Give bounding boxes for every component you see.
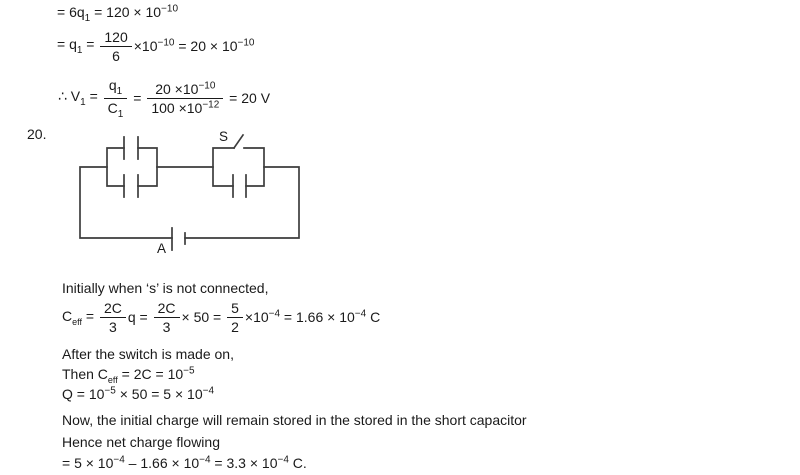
eq-exponent: −10 xyxy=(198,79,216,91)
eq-subscript: 1 xyxy=(117,108,124,120)
eq-term-group: ×10−10 = 20 × 10−10 xyxy=(134,38,255,54)
eq-subscript: 1 xyxy=(80,96,86,108)
eq-term: = 1.66 × 10 xyxy=(280,309,355,325)
solution-line-hence: Hence net charge flowing xyxy=(62,434,220,450)
eq-exponent: −5 xyxy=(104,385,116,397)
solution-line-net-charge: = 5 × 10−4 – 1.66 × 10−4 = 3.3 × 10−4 C. xyxy=(62,455,307,471)
eq-exponent: −12 xyxy=(202,98,220,110)
eq-term: 20 ×10 xyxy=(155,80,199,97)
eq-subscript: 1 xyxy=(116,85,123,97)
eq-subscript: 1 xyxy=(84,12,91,24)
eq-term: = xyxy=(82,36,99,53)
parallel-capacitor-pair xyxy=(106,136,158,198)
battery xyxy=(171,227,186,251)
solution-line-after-switch: After the switch is made on, xyxy=(62,346,234,362)
eq-term: = 5 × 10 xyxy=(62,455,114,471)
eq-term: = 2C = 10 xyxy=(117,366,184,382)
eq-term: ∴ V xyxy=(58,88,81,105)
eq-term-group: = q1 = xyxy=(57,36,98,56)
eq-term: × 50 = 5 × 10 xyxy=(115,386,203,402)
denominator: 2 xyxy=(231,318,239,335)
eq-exponent: −10 xyxy=(157,37,175,49)
eq-term: = xyxy=(129,90,146,106)
eq-exponent: −4 xyxy=(354,308,367,320)
eq-term: q xyxy=(108,76,117,93)
numerator: 2C xyxy=(99,300,126,318)
eq-term: Then C xyxy=(62,366,108,382)
eq-term: 100 ×10 xyxy=(151,99,203,116)
eq-term: C xyxy=(366,309,381,325)
eq-term: = xyxy=(81,307,98,324)
denominator: 3 xyxy=(108,318,117,335)
switch-label: S xyxy=(219,129,228,144)
numerator: 2C xyxy=(153,300,180,318)
capacitor-plates-icon xyxy=(232,174,247,198)
eq-exponent: −4 xyxy=(199,454,211,466)
circuit-diagram: S A xyxy=(79,129,300,256)
eq-exponent: −4 xyxy=(268,308,281,320)
problem-number: 20. xyxy=(27,126,47,142)
eq-term: – 1.66 × 10 xyxy=(124,455,200,471)
denominator: C1 xyxy=(104,99,128,120)
eq-term-group: Ceff = xyxy=(62,308,98,327)
eq-term: ×10 xyxy=(133,38,158,54)
eq-term: Q = 10 xyxy=(62,386,105,402)
eq-subscript: eff xyxy=(72,316,82,327)
eq-term-group: ×10−4 = 1.66 × 10−4 C xyxy=(245,309,380,325)
eq-exponent: −10 xyxy=(237,37,255,49)
solution-line-initially: Initially when ‘s’ is not connected, xyxy=(62,280,269,296)
eq-term: = 20 V xyxy=(225,90,271,106)
eq-term: C. xyxy=(288,455,307,471)
eq-subscript: eff xyxy=(107,374,118,385)
eq-term: = 6q xyxy=(57,4,85,20)
equation-line-1: = 6q1 = 120 × 10−10 xyxy=(57,4,178,24)
eq-subscript: 1 xyxy=(76,44,83,56)
eq-term: = 20 × 10 xyxy=(174,38,238,54)
denominator: 3 xyxy=(162,318,171,335)
eq-exponent: −4 xyxy=(113,454,125,466)
battery-label: A xyxy=(157,241,166,256)
solution-line-charge: Q = 10−5 × 50 = 5 × 10−4 xyxy=(62,386,214,402)
numerator: q1 xyxy=(103,76,128,99)
numerator: 20 ×10−10 xyxy=(147,79,224,99)
eq-exponent: −4 xyxy=(277,454,289,466)
eq-term-group: ∴ V1 = xyxy=(58,88,102,108)
switch-lever-icon xyxy=(232,133,245,150)
solution-line-now: Now, the initial charge will remain stor… xyxy=(62,412,527,428)
eq-exponent: −5 xyxy=(183,365,195,377)
eq-term: = 120 × 10 xyxy=(90,4,162,20)
eq-term: = 3.3 × 10 xyxy=(210,455,278,471)
eq-exponent: −4 xyxy=(202,385,215,397)
eq-term: × 50 = xyxy=(181,309,226,325)
eq-term: q = xyxy=(127,309,152,325)
eq-exponent: −10 xyxy=(161,3,179,15)
battery-plates-icon xyxy=(171,227,186,251)
denominator: 100 ×10−12 xyxy=(147,98,223,116)
numerator: 120 xyxy=(100,29,132,47)
eq-term: C xyxy=(62,307,73,324)
solution-line-then-ceff: Then Ceff = 2C = 10−5 xyxy=(62,366,195,385)
capacitor-plates-icon xyxy=(123,136,139,198)
switch-capacitor-pair xyxy=(212,133,265,198)
numerator: 5 xyxy=(227,300,243,318)
eq-term: C xyxy=(107,99,118,116)
eq-term: ×10 xyxy=(244,309,269,325)
denominator: 6 xyxy=(112,47,120,64)
eq-term: = q xyxy=(57,36,77,53)
eq-term: = xyxy=(85,88,102,105)
outer-loop-wires xyxy=(79,166,300,239)
